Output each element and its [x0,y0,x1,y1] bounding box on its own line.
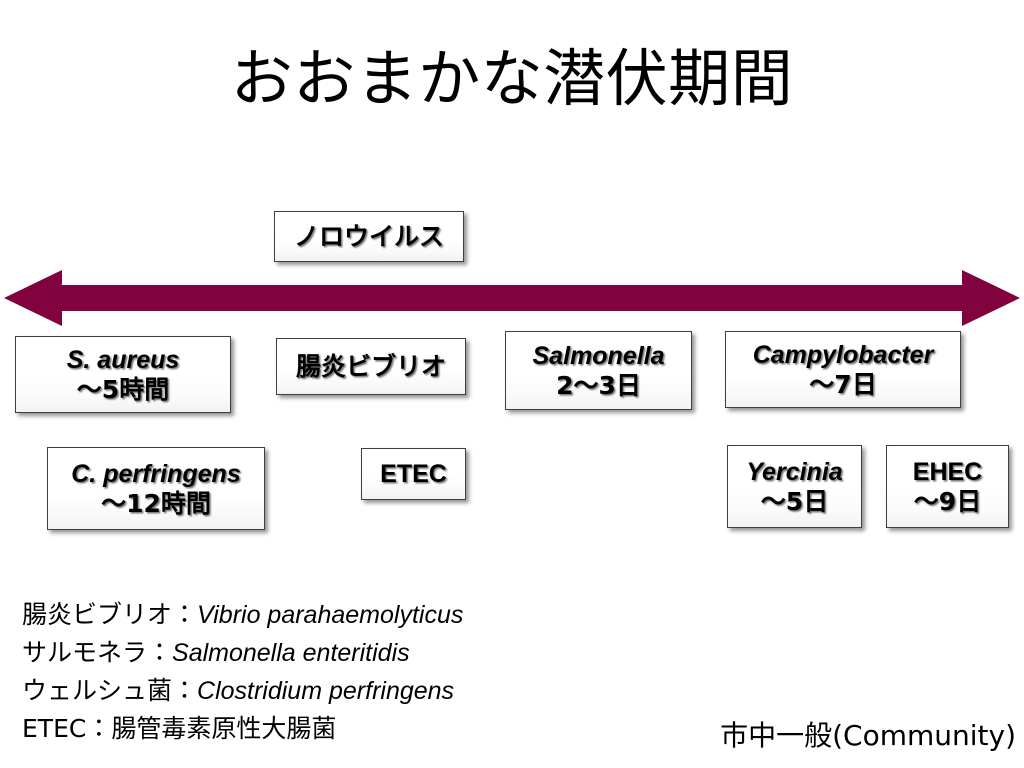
community-setting-note: 市中一般(Community) [720,719,1016,752]
box-vibrio-parahaemolyticus[interactable]: 腸炎ビブリオ [276,338,466,395]
box-norovirus[interactable]: ノロウイルス [274,211,464,262]
legend-jp-term: ウェルシュ菌： [22,676,198,705]
legend-line: ウェルシュ菌：Clostridium perfringens [22,672,642,710]
box-campylobacter[interactable]: Campylobacter 〜7日 [725,331,961,408]
box-c-perfringens-line1: C. perfringens [71,459,241,488]
legend-line: ETEC：腸管毒素原性大腸菌 [22,710,642,748]
box-c-perfringens[interactable]: C. perfringens 〜12時間 [47,447,265,530]
box-etec-line1: ETEC [380,459,447,488]
box-yercinia[interactable]: Yercinia 〜5日 [727,445,862,528]
legend-jp-term: サルモネラ： [22,638,173,667]
box-yercinia-line2: 〜5日 [760,486,829,516]
legend-sci-name: Salmonella enteritidis [172,639,410,667]
box-salmonella-line1: Salmonella [532,341,665,370]
incubation-period-axis-arrow [4,268,1020,328]
box-vibrio-line1: 腸炎ビブリオ [295,352,446,381]
box-campylobacter-line1: Campylobacter [752,340,934,369]
legend-glossary: 腸炎ビブリオ：Vibrio parahaemolyticus サルモネラ：Sal… [22,596,642,748]
legend-sci-name: Clostridium perfringens [197,677,455,705]
legend-line: サルモネラ：Salmonella enteritidis [22,634,642,672]
box-yercinia-line1: Yercinia [746,457,843,486]
box-ehec-line2: 〜9日 [913,486,982,516]
box-s-aureus[interactable]: S. aureus 〜5時間 [15,336,231,413]
box-salmonella-line2: 2〜3日 [556,370,641,400]
box-s-aureus-line1: S. aureus [66,345,180,374]
double-arrow-shape [4,270,1020,326]
box-etec[interactable]: ETEC [361,448,466,500]
legend-line: 腸炎ビブリオ：Vibrio parahaemolyticus [22,596,642,634]
legend-jp-term: 腸炎ビブリオ： [22,600,198,629]
legend-sci-name: Vibrio parahaemolyticus [197,601,464,629]
box-s-aureus-line2: 〜5時間 [76,374,170,404]
box-campylobacter-line2: 〜7日 [809,369,877,399]
page-title: おおまかな潜伏期間 [230,42,794,115]
box-salmonella[interactable]: Salmonella 2〜3日 [505,331,692,410]
legend-jp-term: ETEC：腸管毒素原性大腸菌 [22,714,337,743]
box-ehec-line1: EHEC [912,457,983,486]
box-norovirus-line1: ノロウイルス [293,222,444,251]
box-c-perfringens-line2: 〜12時間 [101,488,211,518]
box-ehec[interactable]: EHEC 〜9日 [886,445,1009,528]
